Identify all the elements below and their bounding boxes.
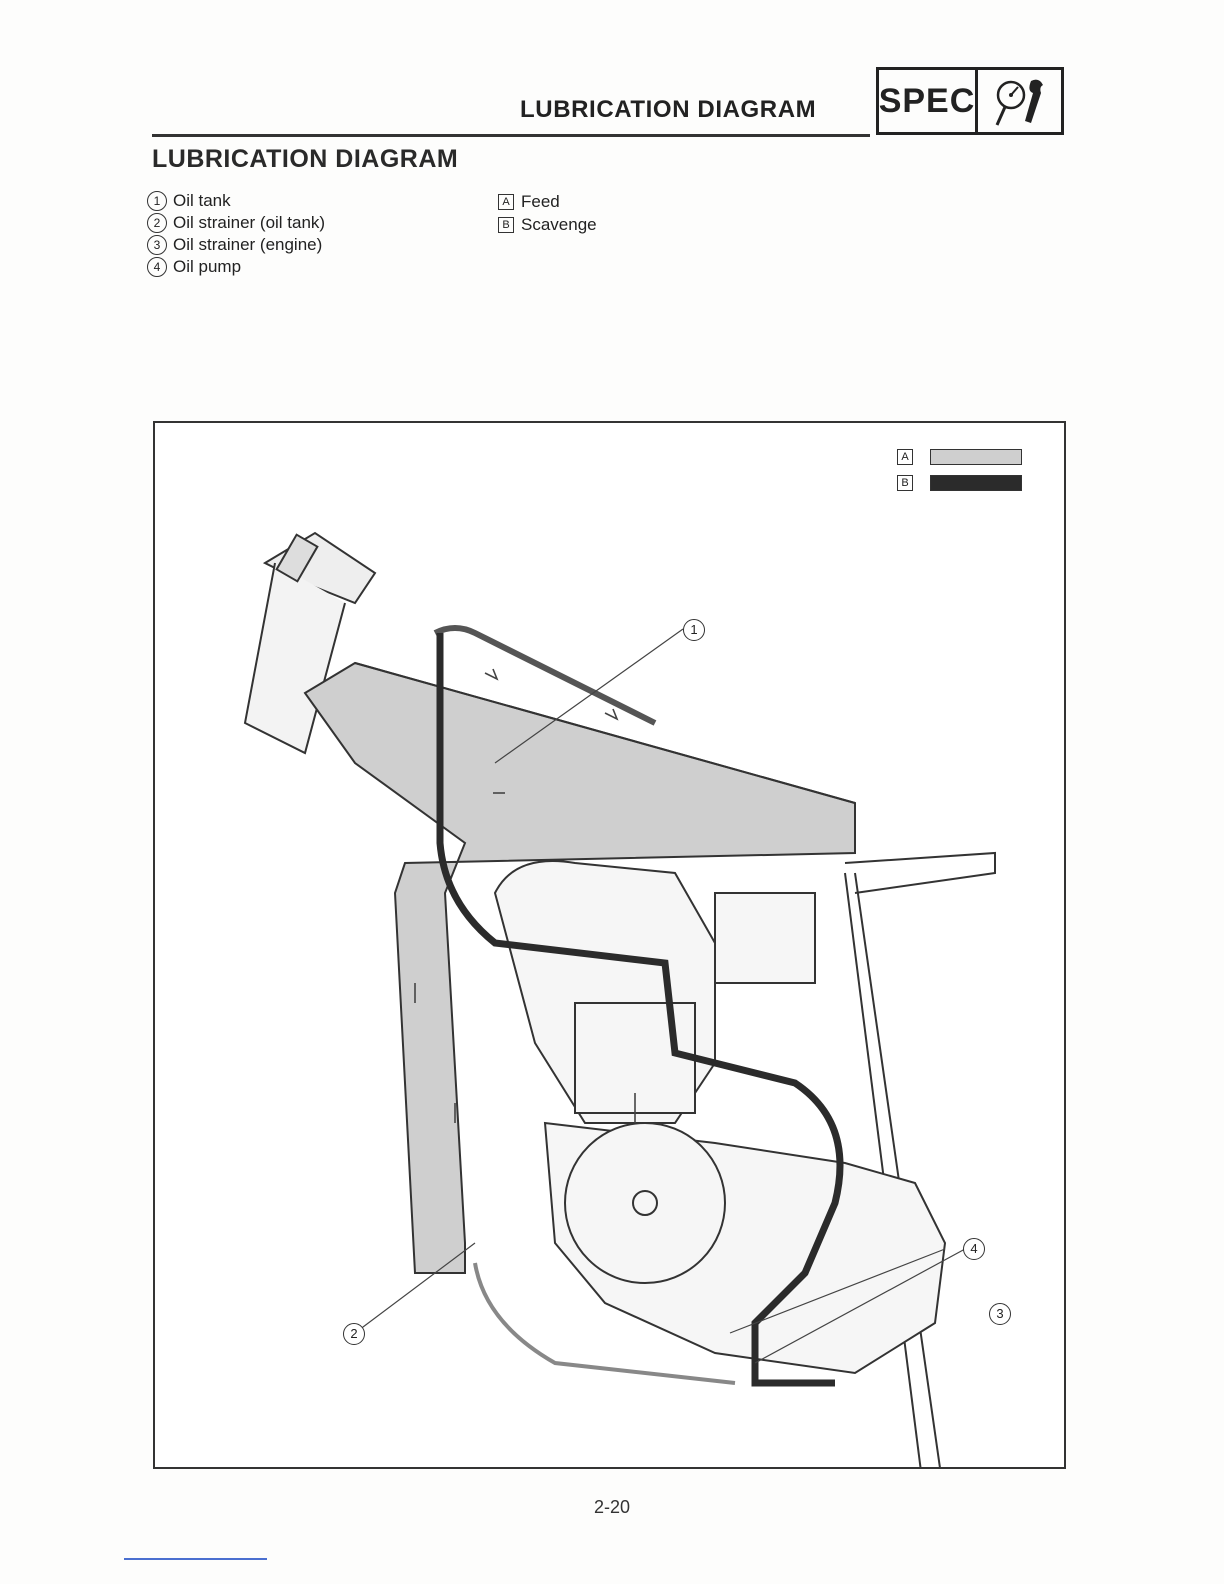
legend-label: Oil strainer (engine) xyxy=(173,234,322,256)
header-title: LUBRICATION DIAGRAM xyxy=(520,96,816,124)
legend-label: Oil strainer (oil tank) xyxy=(173,212,325,234)
legend-item-oil-strainer-tank: 2 Oil strainer (oil tank) xyxy=(147,212,325,234)
flow-legend: A Feed B Scavenge xyxy=(498,190,597,236)
legend-item-oil-pump: 4 Oil pump xyxy=(147,256,325,278)
flow-legend-scavenge: B Scavenge xyxy=(498,213,597,236)
flow-key: A xyxy=(498,194,514,210)
parts-legend: 1 Oil tank 2 Oil strainer (oil tank) 3 O… xyxy=(147,190,325,278)
legend-label: Oil pump xyxy=(173,256,241,278)
lubrication-diagram-figure: A B xyxy=(153,421,1066,1469)
legend-number: 3 xyxy=(147,235,167,255)
spec-badge-text: SPEC xyxy=(879,70,978,132)
flow-legend-feed: A Feed xyxy=(498,190,597,213)
legend-label: Oil tank xyxy=(173,190,231,212)
legend-item-oil-tank: 1 Oil tank xyxy=(147,190,325,212)
page-number: 2-20 xyxy=(594,1497,630,1518)
footer-link-underline xyxy=(124,1558,267,1560)
flow-key: B xyxy=(498,217,514,233)
flow-label: Scavenge xyxy=(521,213,597,236)
callout-3: 3 xyxy=(989,1303,1011,1325)
spec-badge: SPEC xyxy=(876,67,1064,135)
callout-2: 2 xyxy=(343,1323,365,1345)
section-title: LUBRICATION DIAGRAM xyxy=(152,145,458,174)
engine-frame-illustration xyxy=(155,423,1064,1467)
legend-number: 2 xyxy=(147,213,167,233)
legend-item-oil-strainer-engine: 3 Oil strainer (engine) xyxy=(147,234,325,256)
legend-number: 4 xyxy=(147,257,167,277)
header-divider xyxy=(152,134,870,137)
callout-1: 1 xyxy=(683,619,705,641)
callout-4: 4 xyxy=(963,1238,985,1260)
legend-number: 1 xyxy=(147,191,167,211)
flow-label: Feed xyxy=(521,190,560,213)
gauge-wrench-icon xyxy=(978,70,1061,132)
